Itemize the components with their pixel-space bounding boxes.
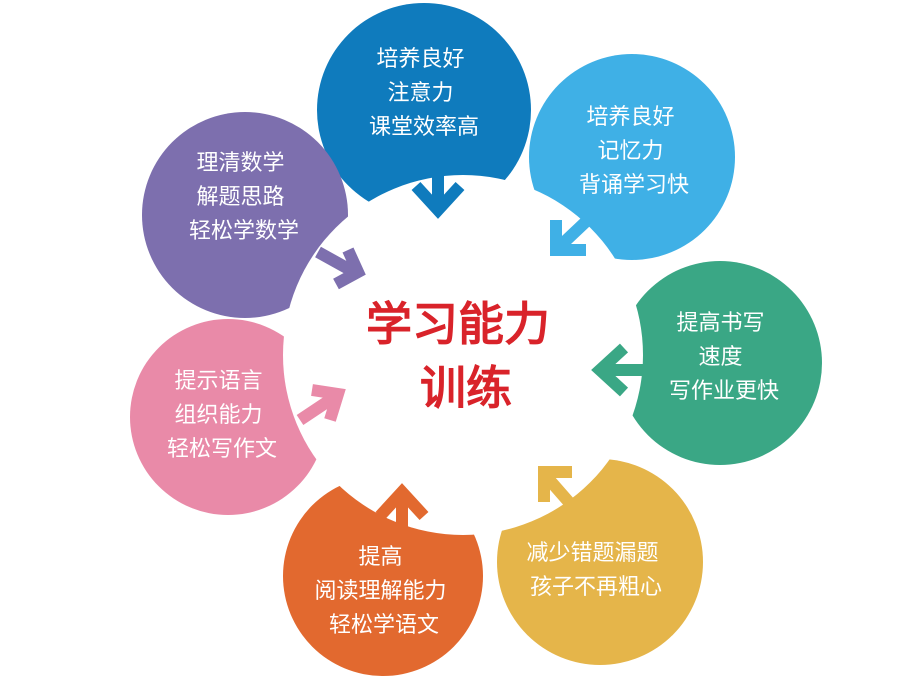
petal-fewer-mistakes-line-1: 减少错题漏题 [526,541,658,566]
center-title-line-2: 训练 [420,361,512,415]
petal-memory-line-1: 培养良好 [586,105,674,130]
petal-math-text: 理清数学 解题思路 轻松学数学 [189,151,299,244]
petal-attention-shape [317,3,531,217]
petal-reading-line-3: 轻松学语文 [329,613,439,638]
petal-memory-line-2: 记忆力 [597,139,663,164]
petal-memory: 培养良好 记忆力 背诵学习快 [529,54,735,260]
petal-memory-line-3: 背诵学习快 [579,173,689,198]
petal-math-line-3: 轻松学数学 [189,219,299,244]
arrow-icon [550,209,599,256]
center-title: 学习能力 训练 [366,297,566,415]
petal-language-line-3: 轻松写作文 [167,437,277,462]
petal-attention: 培养良好 注意力 课堂效率高 [317,3,531,217]
petal-writing-speed-shape [618,261,822,465]
petal-writing-speed-line-1: 提高书写 [676,311,764,336]
center-title-line-1: 学习能力 [366,297,550,351]
petal-fewer-mistakes-text: 减少错题漏题 孩子不再粗心 [526,541,665,600]
petal-writing-speed-line-2: 速度 [698,345,742,370]
petal-math-line-1: 理清数学 [196,151,284,176]
petal-fewer-mistakes-line-2: 孩子不再粗心 [530,575,662,600]
petal-language-line-2: 组织能力 [174,403,262,428]
arrows-overlay [296,160,652,544]
petal-attention-line-3: 课堂效率高 [369,115,479,140]
arrow-icon [591,343,652,397]
petal-language-shape [130,319,326,515]
petal-math-line-2: 解题思路 [196,185,284,210]
petal-attention-text: 培养良好 注意力 课堂效率高 [369,47,479,140]
petal-math: 理清数学 解题思路 轻松学数学 [142,112,362,318]
petal-writing-speed-line-3: 写作业更快 [669,379,779,404]
petal-reading-text: 提高 阅读理解能力 轻松学语文 [314,545,453,638]
arrow-icon [315,246,366,290]
arrow-icon [375,483,429,544]
arrow-icon [296,384,346,425]
center-circle [283,175,643,535]
petal-memory-shape [529,54,735,260]
petal-reading-line-2: 阅读理解能力 [314,579,446,604]
arrow-icon [538,466,579,512]
petal-language-text: 提示语言 组织能力 轻松写作文 [167,369,277,462]
petal-math-shape [142,112,348,318]
petal-reading-line-1: 提高 [358,545,402,570]
petal-language: 提示语言 组织能力 轻松写作文 [130,319,344,515]
petal-attention-line-2: 注意力 [387,81,453,106]
petal-language-line-1: 提示语言 [174,369,262,394]
petal-writing-speed-text: 提高书写 速度 写作业更快 [669,311,779,404]
petal-attention-line-1: 培养良好 [376,47,464,72]
petal-memory-text: 培养良好 记忆力 背诵学习快 [579,105,689,198]
arrow-icon [411,160,465,219]
